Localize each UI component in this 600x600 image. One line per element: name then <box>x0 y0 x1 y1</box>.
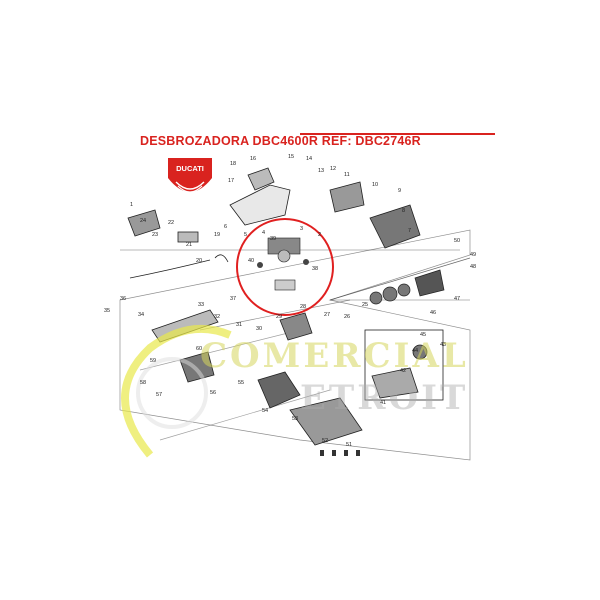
part-number-label: 24 <box>140 218 146 224</box>
part-number-label: 5 <box>244 232 247 238</box>
part-number-label: 58 <box>140 380 146 386</box>
part-number-label: 54 <box>262 408 268 414</box>
part-number-label: 13 <box>318 168 324 174</box>
logo-text: DUCATI <box>176 164 204 173</box>
part-number-label: 19 <box>214 232 220 238</box>
assembly-outline <box>119 229 471 461</box>
fuel-tank <box>329 181 421 249</box>
air-filter <box>127 209 199 243</box>
part-number-label: 25 <box>362 302 368 308</box>
part-number-label: 26 <box>344 314 350 320</box>
part-number-label: 57 <box>156 392 162 398</box>
part-number-label: 2 <box>318 232 321 238</box>
part-number-label: 53 <box>292 416 298 422</box>
clutch-assembly <box>369 269 445 305</box>
part-number-label: 41 <box>380 400 386 406</box>
lower-guard <box>289 397 363 446</box>
part-number-label: 14 <box>306 156 312 162</box>
engine-cover <box>229 167 291 226</box>
part-number-label: 9 <box>398 188 401 194</box>
engine-housing <box>179 312 313 409</box>
part-number-label: 23 <box>152 232 158 238</box>
part-number-label: 38 <box>312 266 318 272</box>
part-number-label: 8 <box>402 208 405 214</box>
part-number-label: 52 <box>322 438 328 444</box>
diagram-title: DESBROZADORA DBC4600R REF: DBC2746R <box>140 134 421 148</box>
part-number-label: 47 <box>454 296 460 302</box>
part-number-label: 59 <box>150 358 156 364</box>
part-number-label: 36 <box>120 296 126 302</box>
carburetor-highlight <box>236 218 334 316</box>
part-number-label: 31 <box>236 322 242 328</box>
part-number-label: 7 <box>408 228 411 234</box>
part-number-label: 27 <box>324 312 330 318</box>
part-number-label: 46 <box>430 310 436 316</box>
part-number-label: 22 <box>168 220 174 226</box>
part-number-label: 35 <box>104 308 110 314</box>
part-number-label: 11 <box>344 172 350 178</box>
part-number-label: 17 <box>228 178 234 184</box>
part-number-label: 12 <box>330 166 336 172</box>
part-number-label: 21 <box>186 242 192 248</box>
part-number-label: 16 <box>250 156 256 162</box>
part-number-label: 15 <box>288 154 294 160</box>
title-underline <box>300 133 495 135</box>
part-number-label: 51 <box>346 442 352 448</box>
part-number-label: 42 <box>400 368 406 374</box>
part-number-label: 44 <box>412 348 418 354</box>
watermark-text-line1: COMERCIAL <box>200 336 469 376</box>
part-number-label: 29 <box>276 314 282 320</box>
part-number-label: 45 <box>420 332 426 338</box>
part-number-label: 50 <box>454 238 460 244</box>
part-number-label: 20 <box>196 258 202 264</box>
part-number-label: 48 <box>470 264 476 270</box>
part-number-label: 40 <box>248 258 254 264</box>
watermark-text-line2: ETROIT <box>300 378 469 418</box>
part-number-label: 18 <box>230 161 236 167</box>
part-number-label: 3 <box>300 226 303 232</box>
part-number-label: 56 <box>210 390 216 396</box>
part-number-label: 32 <box>214 314 220 320</box>
part-number-label: 28 <box>300 304 306 310</box>
ducati-logo: DUCATI <box>168 158 212 193</box>
part-number-label: 39 <box>270 236 276 242</box>
watermark-arc <box>121 324 232 458</box>
part-number-label: 10 <box>372 182 378 188</box>
throttle-cable <box>129 254 229 279</box>
part-number-label: 33 <box>198 302 204 308</box>
part-number-label: 4 <box>262 230 265 236</box>
part-number-label: 37 <box>230 296 236 302</box>
part-number-label: 60 <box>196 346 202 352</box>
recoil-starter-inset <box>364 329 444 401</box>
part-number-label: 34 <box>138 312 144 318</box>
part-number-label: 43 <box>440 342 446 348</box>
part-number-label: 55 <box>238 380 244 386</box>
part-number-label: 49 <box>470 252 476 258</box>
bolts <box>320 450 360 456</box>
part-number-label: 1 <box>130 202 133 208</box>
part-number-label: 6 <box>224 224 227 230</box>
part-number-label: 30 <box>256 326 262 332</box>
